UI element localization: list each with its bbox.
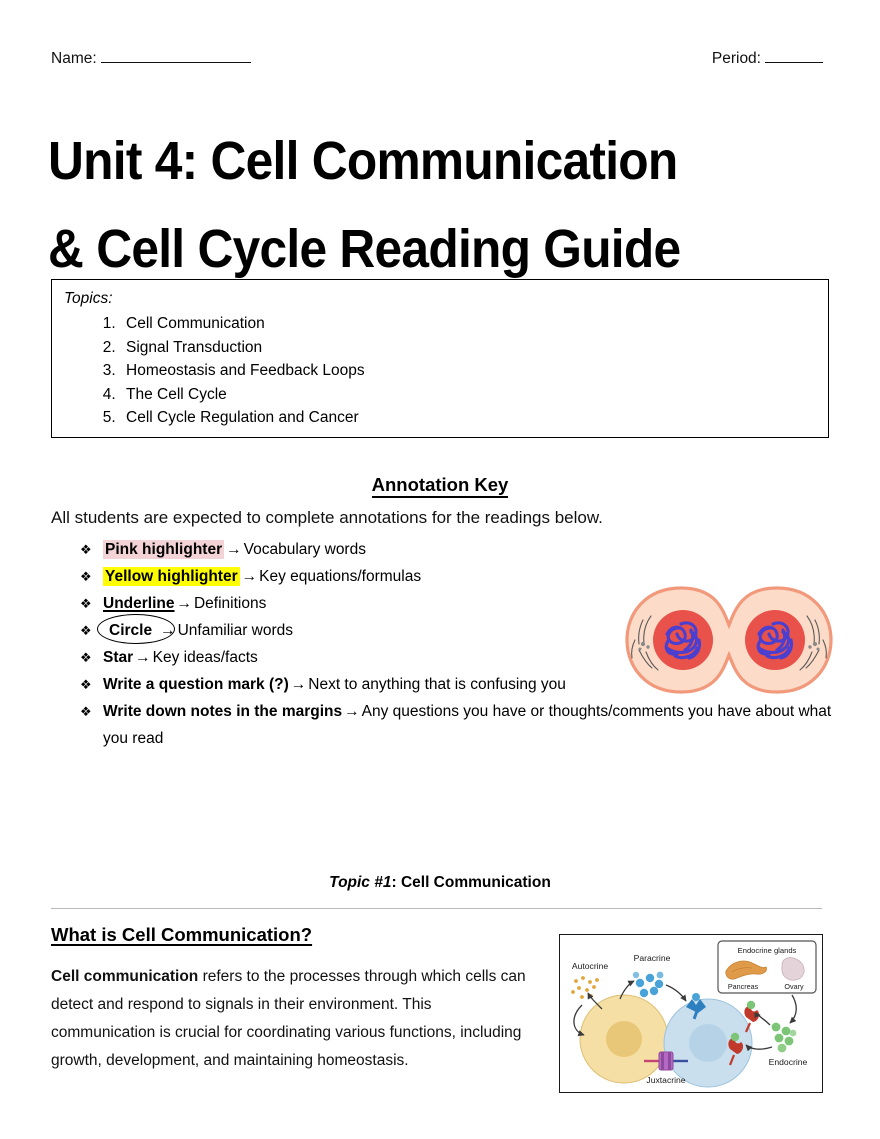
list-item: ❖ Yellow highlighter→Key equations/formu… xyxy=(80,563,840,590)
gland-to-blood-arrow xyxy=(789,994,797,1024)
annotation-key-intro: All students are expected to complete an… xyxy=(51,508,603,527)
diamond-bullet-icon: ❖ xyxy=(80,704,92,719)
endocrine-ligand-cluster xyxy=(771,1022,797,1053)
name-field-group: Name: xyxy=(51,50,251,68)
juxtacrine-junction xyxy=(644,1051,688,1071)
list-item: ❖ Write a question mark (?)→Next to anyt… xyxy=(80,671,840,698)
endocrine-glands-inset: Endocrine glands Pancreas Ovary xyxy=(717,940,817,994)
arrow-icon: → xyxy=(135,649,151,666)
annotation-lead: Write down notes in the margins xyxy=(103,703,343,720)
autocrine-arrow-up xyxy=(587,992,603,1010)
ovary-label: Ovary xyxy=(784,982,804,991)
annotation-desc: Key ideas/facts xyxy=(152,649,258,666)
yellow-cell xyxy=(579,994,669,1084)
autocrine-label: Autocrine xyxy=(572,961,609,971)
endocrine-receptor-lower xyxy=(728,1032,744,1066)
arrow-icon: → xyxy=(160,622,176,639)
paracrine-ligand-cluster xyxy=(632,971,664,998)
arrow-icon: → xyxy=(241,568,258,585)
list-item: ❖ Circle →Unfamiliar words xyxy=(80,614,840,644)
annotation-lead: Write a question mark (?) xyxy=(103,676,289,693)
topic-heading: Topic #1: Cell Communication xyxy=(0,874,880,892)
annotation-lead: Star xyxy=(103,649,134,666)
list-item: ❖ Star→Key ideas/facts xyxy=(80,644,840,671)
page-title-line-1: Unit 4: Cell Communication xyxy=(48,131,678,192)
spindle-left xyxy=(631,615,659,671)
annotation-lead: Underline xyxy=(103,595,175,612)
body-paragraph: Cell communication refers to the process… xyxy=(51,963,533,1075)
diamond-bullet-icon: ❖ xyxy=(80,677,92,692)
endocrine-glands-label: Endocrine glands xyxy=(738,946,797,955)
annotation-key-list: ❖ Pink highlighter→Vocabulary words ❖ Ye… xyxy=(80,536,840,752)
circled-word: Circle xyxy=(97,614,175,644)
student-info-line: Name: Period: xyxy=(51,50,823,68)
section-heading: What is Cell Communication? xyxy=(51,924,313,945)
period-label: Period: xyxy=(711,50,761,67)
section-divider xyxy=(51,908,822,909)
annotation-desc: Any questions you have or thoughts/comme… xyxy=(103,703,832,747)
spindle-right xyxy=(799,615,827,671)
arrow-icon: → xyxy=(226,541,242,558)
list-item: Cell Communication xyxy=(120,312,365,336)
annotation-desc: Unfamiliar words xyxy=(177,622,294,639)
annotation-desc: Key equations/formulas xyxy=(259,568,422,585)
annotation-lead: Circle xyxy=(109,622,153,639)
list-item: Cell Cycle Regulation and Cancer xyxy=(120,406,365,430)
diamond-bullet-icon: ❖ xyxy=(80,596,92,611)
paracrine-arrow-out xyxy=(619,980,635,1000)
annotation-desc: Definitions xyxy=(193,595,267,612)
page-title: Unit 4: Cell Communication & Cell Cycle … xyxy=(48,118,775,293)
annotation-key-title: Annotation Key xyxy=(0,474,880,498)
name-label: Name: xyxy=(51,50,97,67)
autocrine-ligand-cluster xyxy=(571,976,599,999)
period-blank-line[interactable] xyxy=(765,51,823,63)
centrosome-right xyxy=(808,641,820,651)
list-item: ❖ Write down notes in the margins→Any qu… xyxy=(80,698,840,752)
diamond-bullet-icon: ❖ xyxy=(80,623,92,638)
autocrine-arrow xyxy=(573,1004,585,1037)
juxtacrine-label: Juxtacrine xyxy=(646,1075,685,1085)
annotation-lead: Pink highlighter xyxy=(103,540,225,559)
period-field-group: Period: xyxy=(712,50,823,68)
chromatin-left xyxy=(664,621,702,660)
page-title-line-2: & Cell Cycle Reading Guide xyxy=(48,218,681,279)
endocrine-arrow-lower xyxy=(745,1044,773,1052)
annotation-lead: Yellow highlighter xyxy=(103,567,240,586)
diamond-bullet-icon: ❖ xyxy=(80,569,92,584)
list-item: The Cell Cycle xyxy=(120,383,365,407)
diamond-bullet-icon: ❖ xyxy=(80,542,92,557)
paracrine-arrow-in xyxy=(665,984,687,1002)
name-blank-line[interactable] xyxy=(100,51,251,63)
list-item: ❖ Pink highlighter→Vocabulary words xyxy=(80,536,840,563)
endocrine-label: Endocrine xyxy=(769,1057,808,1067)
paracrine-receptor xyxy=(686,993,706,1020)
dividing-cell-illustration xyxy=(619,580,839,700)
list-item: Signal Transduction xyxy=(120,336,365,360)
list-item: ❖ Underline→Definitions xyxy=(80,590,840,617)
pancreas-icon xyxy=(725,960,767,980)
paragraph-bold-term: Cell communication xyxy=(51,968,199,985)
annotation-desc: Next to anything that is confusing you xyxy=(308,676,566,693)
arrow-icon: → xyxy=(344,703,360,720)
topic-name: : Cell Communication xyxy=(391,874,551,891)
arrow-icon: → xyxy=(176,595,192,612)
diamond-bullet-icon: ❖ xyxy=(80,650,92,665)
topic-number: Topic #1 xyxy=(329,874,392,891)
paracrine-label: Paracrine xyxy=(634,953,671,963)
chromatin-right xyxy=(756,621,794,660)
topics-box: Topics: Cell Communication Signal Transd… xyxy=(51,279,833,694)
ovary-icon xyxy=(781,957,805,981)
annotation-desc: Vocabulary words xyxy=(243,541,366,558)
arrow-icon: → xyxy=(290,676,307,693)
topics-label: Topics: xyxy=(64,290,113,307)
cell-signaling-types-diagram: Endocrine glands Pancreas Ovary xyxy=(559,934,823,1093)
topics-list: Cell Communication Signal Transduction H… xyxy=(92,312,365,430)
list-item: Homeostasis and Feedback Loops xyxy=(120,359,365,383)
endocrine-arrow-upper xyxy=(754,1011,771,1026)
blue-cell xyxy=(663,998,753,1088)
paragraph-text: refers to the processes through which ce… xyxy=(51,968,526,1069)
centrosome-left xyxy=(638,641,650,651)
pancreas-label: Pancreas xyxy=(728,982,759,991)
